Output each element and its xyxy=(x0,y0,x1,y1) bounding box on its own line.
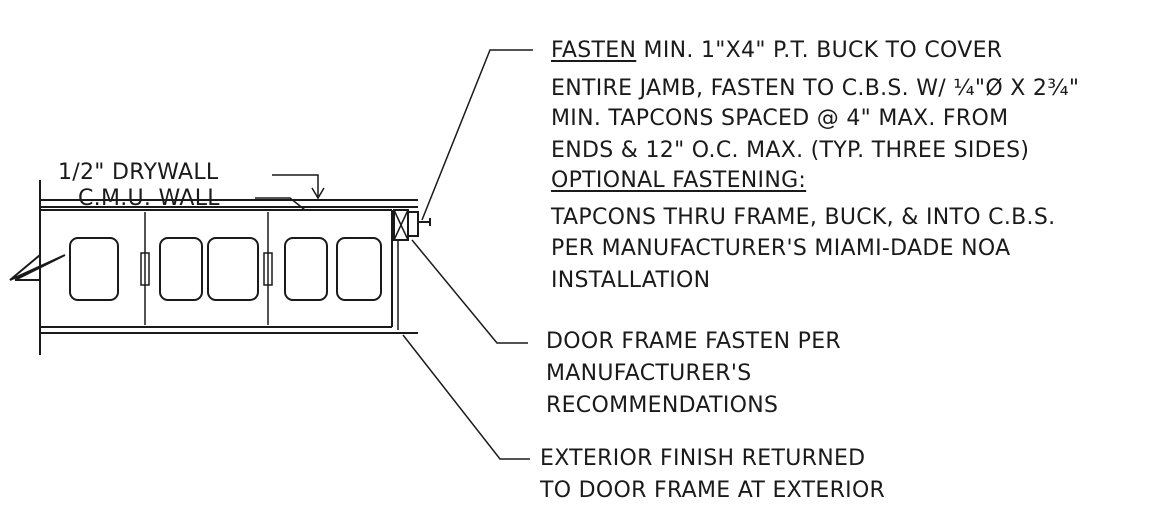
exterior-line-1: EXTERIOR FINISH RETURNED xyxy=(540,446,866,471)
door-buck-and-frame xyxy=(393,209,431,330)
fasten-rest: MIN. 1"x4" P.T. BUCK TO COVER xyxy=(636,38,1003,63)
cmu-cells xyxy=(69,212,382,325)
fasten-word: FASTEN xyxy=(551,38,637,63)
optional-line-1: TAPCONS THRU FRAME, BUCK, & INTO C.B.S. xyxy=(551,205,1056,230)
fasten-line-3: MIN. TAPCONS SPACED @ 4" MAX. FROM xyxy=(551,106,1009,131)
door-frame-line-1: DOOR FRAME FASTEN PER xyxy=(546,329,842,354)
fasten-line-1: FASTEN MIN. 1"x4" P.T. BUCK TO COVER xyxy=(551,38,1002,64)
door-frame-line-2: MANUFACTURER'S xyxy=(546,361,752,386)
fasten-line-2: ENTIRE JAMB, FASTEN TO C.B.S. W/ ¼"Ø x 2… xyxy=(551,76,1080,101)
drywall-label: 1/2" DRYWALL xyxy=(58,160,219,185)
fasten-line-4: ENDS & 12" O.C. MAX. (TYP. THREE SIDES) xyxy=(551,138,1030,163)
leader-lines xyxy=(255,49,533,460)
exterior-line-2: TO DOOR FRAME AT EXTERIOR xyxy=(540,478,886,503)
optional-heading: OPTIONAL FASTENING: xyxy=(551,168,807,193)
optional-line-3: INSTALLATION xyxy=(551,268,711,293)
cmu-wall-label: C.M.U. WALL xyxy=(78,186,220,211)
door-frame-line-3: RECOMMENDATIONS xyxy=(546,393,779,418)
optional-line-2: PER MANUFACTURER'S MIAMI-DADE NOA xyxy=(551,236,1011,261)
